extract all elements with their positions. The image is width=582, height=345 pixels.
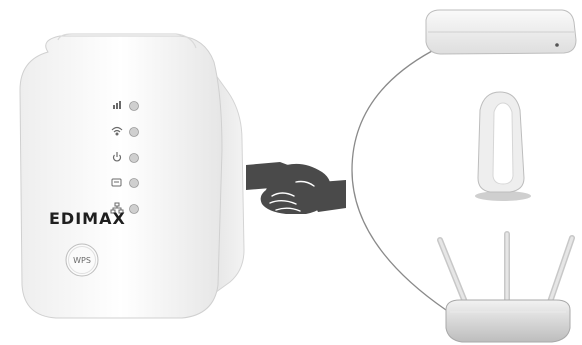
- modem-device: [425, 9, 577, 55]
- router-device: [437, 231, 575, 343]
- power-icon: [112, 152, 122, 162]
- range-extender: EDIMAX WPS: [19, 33, 245, 319]
- led-signal: [129, 101, 139, 111]
- wifi-icon: [111, 126, 123, 136]
- modem-led: [555, 43, 559, 47]
- led-panel: [110, 101, 139, 214]
- wps-button[interactable]: WPS: [65, 243, 99, 277]
- led-lan: [129, 204, 139, 214]
- handshake-icon: [246, 162, 346, 214]
- led-wps: [129, 178, 139, 188]
- wps-status-icon: [111, 178, 122, 187]
- brand-logo: EDIMAX: [49, 209, 126, 228]
- wps-button-label: WPS: [73, 256, 91, 265]
- connector-line: [351, 50, 447, 311]
- led-power: [129, 153, 139, 163]
- extender-body: [19, 35, 223, 319]
- led-wifi: [129, 127, 139, 137]
- lan-icon: [110, 202, 124, 214]
- signal-strength-icon: [113, 101, 121, 109]
- access-point-device: [475, 91, 531, 201]
- extender-top-ridge: [57, 33, 197, 49]
